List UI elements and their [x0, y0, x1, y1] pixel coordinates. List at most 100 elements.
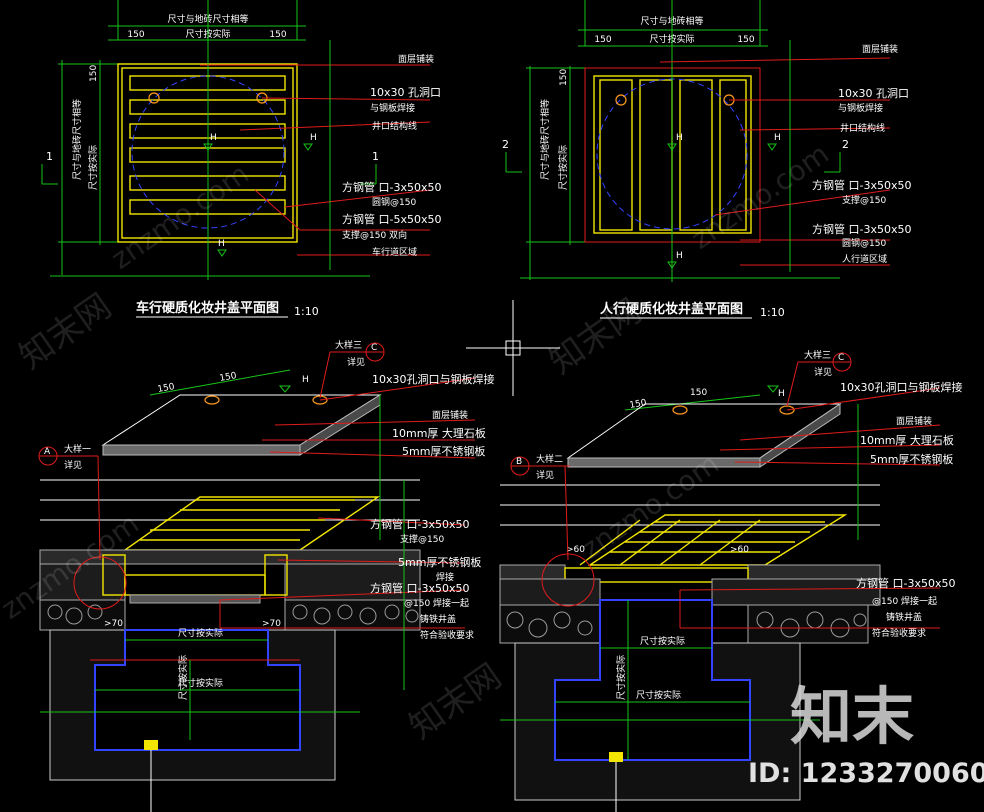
right-detail-dim-150a: 150	[629, 398, 648, 411]
right-detail-note-5: 方钢管 口-3x50x50	[856, 576, 955, 590]
right-detail-note-3: 10mm厚 大理石板	[860, 433, 954, 447]
right-detail-gt60-a: >60	[566, 545, 585, 555]
left-detail-callout-c-label1: 大样三	[335, 339, 362, 351]
left-detail-note-11: 铸铁井盖	[420, 613, 456, 625]
right-plan-h-2: H	[774, 133, 781, 143]
left-plan-note-2: 10x30 孔洞口	[370, 86, 441, 99]
left-plan-notes: 面层铺装 10x30 孔洞口 与钢板焊接 井口结构线 方钢管 口-3x50x50…	[342, 53, 441, 258]
left-plan-note-5: 方钢管 口-3x50x50	[342, 180, 441, 194]
right-detail-note-1: 10x30孔洞口与钢板焊接	[840, 380, 963, 394]
left-detail-callout-a: A	[44, 447, 51, 457]
watermark-url-1: znzmo.com	[105, 157, 255, 276]
left-detail-dim-150b: 150	[219, 371, 238, 384]
right-plan-note-5: 方钢管 口-3x50x50	[812, 178, 911, 192]
left-plan-h-2: H	[310, 133, 317, 143]
left-plan-note-4: 井口结构线	[372, 120, 417, 132]
left-detail-gt70-b: >70	[262, 619, 281, 629]
right-detail-h: H	[778, 389, 785, 399]
left-plan-side-label-b: 尺寸按实际	[87, 145, 99, 190]
left-detail-inner-dim-c: 尺寸按实际	[177, 655, 189, 700]
right-plan-side-label-a: 尺寸与地砖尺寸相等	[539, 99, 551, 180]
right-detail: 150 150 H 尺寸	[499, 349, 963, 812]
left-detail-callout-c-label2: 详见	[347, 356, 365, 368]
left-plan-title: 车行硬质化妆井盖平面图	[136, 300, 279, 316]
left-detail-note-8: 焊接	[436, 571, 454, 583]
right-plan-section-right: 2	[842, 138, 849, 151]
left-detail-callout-a-label1: 大样一	[64, 443, 91, 455]
left-detail-note-4: 5mm厚不锈钢板	[402, 444, 485, 458]
left-detail-note-5: 方钢管 口-3x50x50	[370, 517, 469, 531]
right-plan-note-3: 与钢板焊接	[838, 102, 883, 114]
right-plan-dim-150a: 150	[594, 35, 611, 45]
right-plan-side-label-b: 尺寸按实际	[557, 145, 569, 190]
left-detail-note-3: 10mm厚 大理石板	[392, 426, 486, 440]
right-detail-notes: 10x30孔洞口与钢板焊接 面层铺装 10mm厚 大理石板 5mm厚不锈钢板 方…	[840, 380, 963, 639]
right-detail-inner-dim-b: 尺寸按实际	[636, 689, 681, 701]
left-plan-section-right: 1	[372, 150, 379, 163]
right-detail-callout-b-label2: 详见	[536, 469, 554, 481]
watermark-id: ID: 1233270060	[748, 758, 984, 789]
left-detail: 150 150 H	[38, 339, 495, 812]
right-plan-h-1: H	[676, 133, 683, 143]
left-detail-gt70-a: >70	[104, 619, 123, 629]
watermark-site-1: 知末网	[12, 286, 118, 377]
watermark-site-3: 知末网	[402, 656, 508, 747]
right-detail-callout-c-label1: 大样三	[804, 349, 831, 361]
left-plan-h-1: H	[210, 133, 217, 143]
left-plan-h-3: H	[218, 239, 225, 249]
right-detail-callout-b: B	[516, 457, 522, 467]
left-plan-note-9: 车行道区域	[372, 246, 417, 258]
left-detail-note-9: 方钢管 口-3x50x50	[370, 581, 469, 595]
right-plan-dim-side-150: 150	[559, 69, 569, 86]
left-detail-notes: 10x30孔洞口与钢板焊接 面层铺装 10mm厚 大理石板 5mm厚不锈钢板 方…	[370, 372, 495, 641]
right-plan-note-1: 面层铺装	[862, 43, 898, 55]
right-plan-title: 人行硬质化妆井盖平面图	[600, 301, 743, 317]
watermark-site-2: 知末网	[542, 291, 648, 382]
right-detail-inner-dim-a: 尺寸按实际	[640, 635, 685, 647]
right-detail-dim-150b: 150	[690, 388, 707, 398]
right-detail-note-6: @150 焊接一起	[872, 595, 937, 607]
right-plan-note-2: 10x30 孔洞口	[838, 87, 909, 100]
left-detail-h: H	[302, 375, 309, 385]
left-plan-note-7: 方钢管 口-5x50x50	[342, 212, 441, 226]
right-plan-section-left: 2	[502, 138, 509, 151]
left-detail-callout-a-label2: 详见	[64, 459, 82, 471]
crosshair-cursor-icon	[466, 300, 560, 396]
right-plan-scale: 1:10	[760, 306, 785, 319]
right-detail-callout-c-label2: 详见	[814, 366, 832, 378]
left-plan-side-label-a: 尺寸与地砖尺寸相等	[71, 99, 83, 180]
right-detail-note-7: 铸铁井盖	[886, 611, 922, 623]
left-plan-note-3: 与钢板焊接	[370, 102, 415, 114]
right-detail-note-4: 5mm厚不锈钢板	[870, 452, 953, 466]
left-detail-note-12: 符合验收要求	[420, 629, 474, 641]
right-plan-note-9: 人行道区域	[842, 253, 887, 265]
left-plan-note-1: 面层铺装	[398, 53, 434, 65]
left-detail-note-2: 面层铺装	[432, 409, 468, 421]
left-plan-dim-150a: 150	[127, 30, 144, 40]
left-plan-dim-side-150: 150	[89, 65, 99, 82]
left-plan-scale: 1:10	[294, 305, 319, 318]
left-detail-callout-c: C	[371, 343, 377, 353]
left-detail-note-10: @150 焊接一起	[404, 597, 469, 609]
left-detail-inner-dim-a: 尺寸按实际	[178, 627, 223, 639]
right-detail-callout-b-label1: 大样二	[536, 453, 563, 465]
right-detail-gt60-b: >60	[730, 545, 749, 555]
right-plan-note-4: 井口结构线	[840, 122, 885, 134]
right-plan: 尺寸与地砖相等 150 尺寸按实际 150 150 尺寸与地砖尺寸相等 尺寸按实…	[502, 0, 911, 319]
right-plan-dim-150b: 150	[737, 35, 754, 45]
left-detail-note-1: 10x30孔洞口与钢板焊接	[372, 372, 495, 386]
left-detail-dim-150a: 150	[157, 382, 176, 395]
left-detail-note-7: 5mm厚不锈钢板	[398, 555, 481, 569]
left-plan: 尺寸与地砖尺寸相等 150 尺寸按实际 150 150 尺寸与地砖尺寸相等 尺寸…	[41, 0, 441, 318]
right-plan-h-3: H	[676, 251, 683, 261]
right-detail-callout-c: C	[838, 353, 844, 363]
right-plan-notes: 面层铺装 10x30 孔洞口 与钢板焊接 井口结构线 方钢管 口-3x50x50…	[812, 43, 911, 265]
right-detail-note-2: 面层铺装	[896, 415, 932, 427]
left-detail-note-6: 支撑@150	[400, 533, 444, 545]
right-plan-note-6: 支撑@150	[842, 194, 886, 206]
right-detail-inner-dim-c: 尺寸按实际	[615, 655, 627, 700]
watermark-brand-logo: 知末	[790, 680, 914, 753]
left-plan-section-left: 1	[46, 150, 53, 163]
right-plan-note-7: 方钢管 口-3x50x50	[812, 222, 911, 236]
